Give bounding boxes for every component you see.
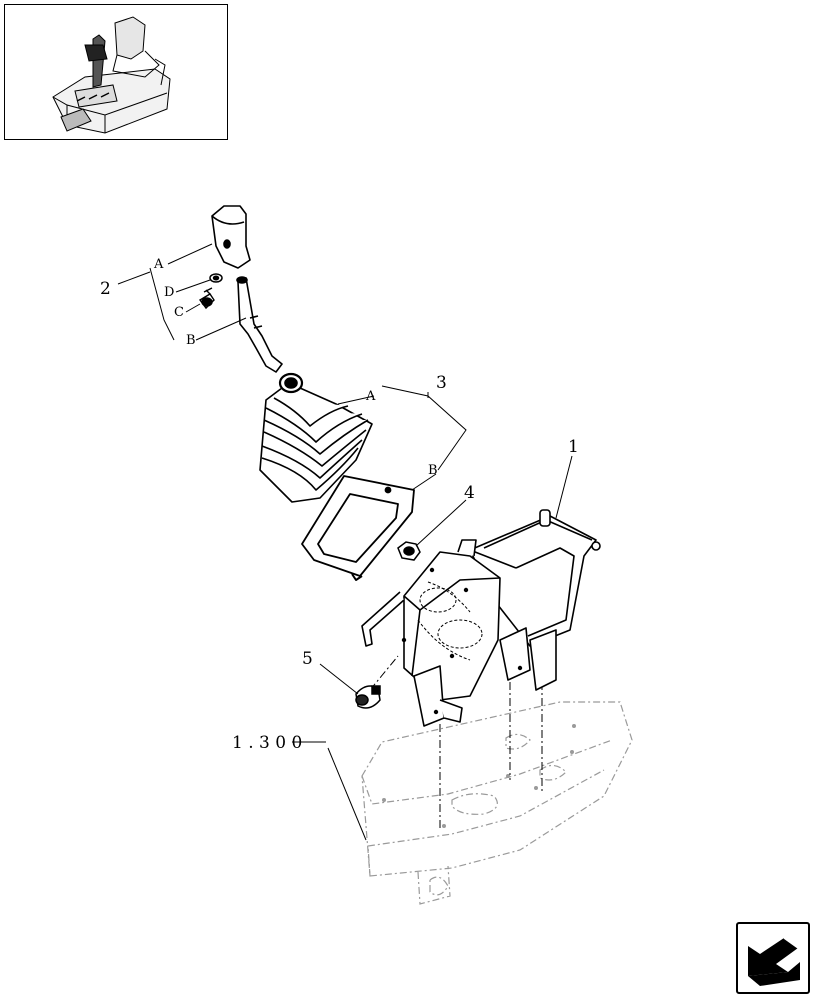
callout-2-a: A (153, 257, 164, 272)
leader-lines (117, 243, 573, 841)
next-page-button[interactable] (736, 922, 810, 994)
callout-4: 4 (464, 483, 475, 503)
next-page-arrow-icon (748, 937, 800, 986)
callout-3: 3 (436, 373, 447, 393)
lever-shaft (236, 276, 283, 373)
callout-2-d: D (164, 285, 174, 300)
console-mechanism (417, 581, 483, 661)
assembly-axes (369, 655, 543, 830)
callout-2: 2 (100, 279, 111, 299)
reference-1-300: 1 . 3 0 0 (232, 733, 302, 753)
knob-part-5 (355, 685, 381, 709)
callout-3-a: A (365, 389, 376, 404)
callout-2-c: C (174, 305, 184, 320)
base-frame-holes (382, 724, 576, 828)
callout-3-b: B (428, 463, 438, 478)
lever-grip (211, 205, 251, 269)
nut-part-4 (397, 541, 421, 561)
overview-thumbnail (4, 4, 228, 140)
callout-1: 1 (568, 437, 579, 457)
base-frame-ghost (361, 701, 633, 905)
screw-c (198, 287, 215, 310)
callout-2-b: B (186, 333, 196, 348)
rubber-boot (259, 372, 373, 503)
callout-5: 5 (302, 649, 313, 669)
machine-overview-icon (52, 16, 171, 134)
washer-d (209, 273, 223, 283)
console-bolts (401, 567, 523, 715)
boot-frame-plate (301, 475, 415, 581)
console-bracket (361, 509, 601, 727)
